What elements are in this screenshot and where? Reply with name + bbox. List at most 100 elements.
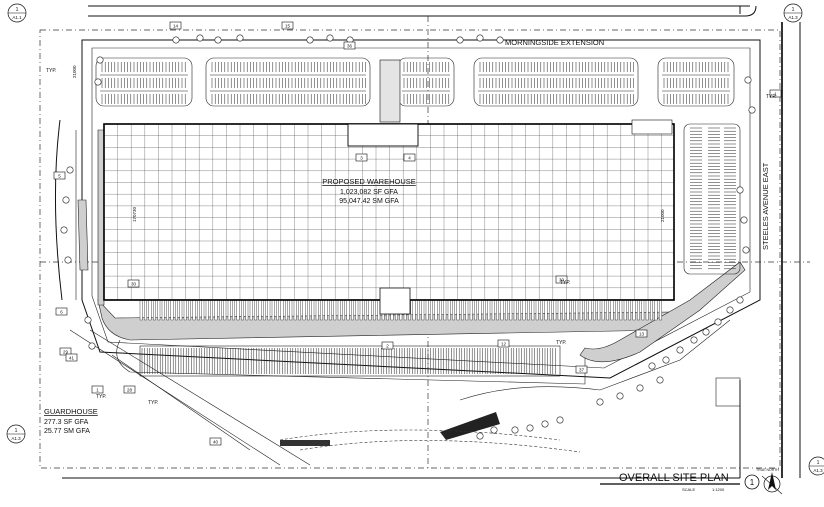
dock-door: [179, 299, 183, 321]
dock-door: [351, 299, 354, 321]
callout-tag: 40: [209, 437, 222, 446]
typ-label: TYP.: [556, 340, 566, 346]
tree-icon: [476, 34, 484, 42]
tree-icon: [60, 226, 68, 234]
typ-label: TYP.: [560, 280, 570, 286]
dock-door: [623, 299, 627, 321]
dock-door: [320, 299, 323, 321]
tree-icon: [214, 36, 222, 44]
dock-door: [329, 299, 332, 321]
callout-box: [127, 279, 140, 288]
tree-icon: [656, 376, 664, 384]
callout-tag: 5: [53, 171, 66, 180]
tree-icon: [172, 36, 180, 44]
tree-icon: [742, 246, 750, 254]
warehouse-building: [103, 59, 675, 315]
dock-door: [579, 299, 583, 321]
tree-icon: [62, 196, 70, 204]
section-marker-top-right: 1 A1.3: [783, 3, 803, 23]
typ-label: TYP.: [46, 68, 56, 74]
dock-door: [188, 299, 191, 321]
tree-icon: [740, 216, 748, 224]
typ-label: TYP.: [148, 400, 158, 406]
dock-door: [487, 299, 491, 321]
dock-door: [610, 299, 614, 321]
callout-number: 1: [96, 387, 99, 392]
callout-number: 3: [360, 155, 363, 160]
marker-sheet: A1.1: [12, 15, 22, 20]
callout-box: [65, 353, 78, 362]
dock-door: [267, 299, 271, 321]
tree-icon: [736, 296, 744, 304]
callout-number: 30: [559, 277, 565, 282]
tree-icon: [496, 36, 504, 44]
dock-door: [364, 299, 367, 321]
tree-icon: [541, 420, 549, 428]
tree-icon: [306, 36, 314, 44]
dock-door: [293, 299, 297, 321]
callout-tag: 4: [403, 153, 416, 162]
tree-icon: [702, 328, 710, 336]
dock-door: [373, 299, 376, 321]
dimension-west: 170730: [132, 206, 137, 222]
callout-tag: 37: [575, 365, 588, 374]
callout-box: [635, 329, 648, 338]
tree-icon: [84, 316, 92, 324]
callout-tag: 13: [635, 329, 648, 338]
dock-door: [518, 299, 522, 321]
tree-icon: [64, 256, 72, 264]
callout-number: 36: [347, 43, 353, 48]
tree-icon: [476, 432, 484, 440]
tree-icon: [526, 424, 534, 432]
dock-door: [553, 299, 557, 321]
east-parking: [683, 123, 741, 275]
guardhouse-name: GUARDHOUSE: [44, 407, 98, 416]
dock-door: [205, 299, 209, 321]
section-marker-right: 1 A1.3: [808, 456, 824, 476]
dock-door: [346, 299, 350, 321]
dock-door: [654, 299, 658, 321]
dock-door: [443, 299, 447, 321]
callout-number: 15: [285, 23, 291, 28]
dock-door: [483, 299, 486, 321]
guardhouse-gfa-sf: 277.3 SF GFA: [44, 419, 89, 426]
truck-court: [139, 299, 662, 377]
marker-number: 1: [792, 7, 795, 13]
dock-door: [280, 299, 284, 321]
guardhouse-gfa-sm: 25.77 SM GFA: [44, 428, 90, 435]
typ-label: TYP.: [766, 94, 776, 100]
callout-number: 37: [579, 367, 585, 372]
tree-icon: [236, 34, 244, 42]
callout-tag: 28: [123, 385, 136, 394]
north-arrow: TRUE NORTH: [756, 468, 783, 495]
dock-door: [544, 299, 548, 321]
callout-number: 28: [127, 387, 133, 392]
callout-number: 40: [213, 439, 219, 444]
tree-icon: [596, 398, 604, 406]
dock-door: [315, 299, 319, 321]
dock-door: [240, 299, 244, 321]
dock-door: [289, 299, 293, 321]
tree-icon: [748, 106, 756, 114]
dock-door: [566, 299, 570, 321]
dock-door: [650, 299, 654, 321]
dock-door: [232, 299, 235, 321]
dock-door: [637, 299, 640, 321]
callout-tag: 12: [497, 339, 510, 348]
callout-tag: 41: [65, 353, 78, 362]
dock-door: [575, 299, 579, 321]
warehouse-name: PROPOSED WAREHOUSE: [322, 177, 416, 186]
dock-door: [337, 299, 341, 321]
tree-icon: [326, 34, 334, 42]
dock-door: [170, 299, 174, 321]
callout-number: 12: [501, 341, 507, 346]
dock-door: [447, 299, 451, 321]
tree-icon: [490, 426, 498, 434]
dock-door: [593, 299, 596, 321]
dock-door: [641, 299, 645, 321]
callout-number: 13: [639, 331, 645, 336]
marker-sheet: A1.3: [813, 468, 823, 473]
dock-door: [174, 299, 178, 321]
dock-door: [535, 299, 539, 321]
